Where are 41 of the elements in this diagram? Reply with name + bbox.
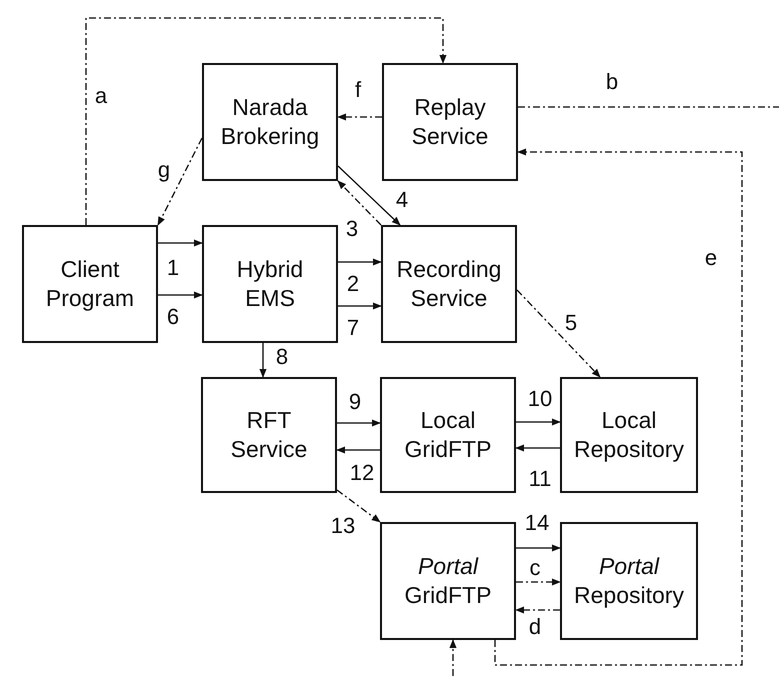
arrow [157,138,203,226]
box-text: RFT Service [230,406,308,464]
process-box [380,522,516,640]
box-text: Narada Brokering [220,93,320,151]
arrow [494,148,743,666]
arrow [336,446,380,454]
arrow [85,17,447,225]
box-text: Replay Service [410,93,490,151]
arrow [516,578,561,586]
arrow [516,418,561,426]
arrow [449,639,457,676]
arrow [516,544,561,552]
arrow [515,444,560,452]
process-box [380,377,516,493]
box-text: Hybrid EMS [236,255,304,313]
arrow [516,290,601,378]
process-box [201,377,337,493]
box-text: Portal Repository [573,552,685,610]
process-box [202,225,338,343]
process-box [382,63,518,181]
process-box [560,377,698,493]
arrow [515,606,560,614]
box-text: Client Program [44,255,136,313]
arrow [337,419,381,427]
process-box [202,63,338,181]
process-box [381,225,517,343]
process-box [560,522,698,640]
arrow [337,180,382,226]
arrow [338,258,382,266]
arrow [158,291,203,299]
arrow [259,343,267,378]
arrow [337,113,382,121]
box-text: Local GridFTP [404,406,492,464]
box-text: Recording Service [396,255,502,313]
arrow [336,489,381,523]
arrow [338,302,382,310]
process-box [22,225,158,343]
arrow [338,166,401,226]
box-text: Local Repository [573,406,685,464]
box-text: Portal GridFTP [404,552,492,610]
arrow [158,239,203,247]
